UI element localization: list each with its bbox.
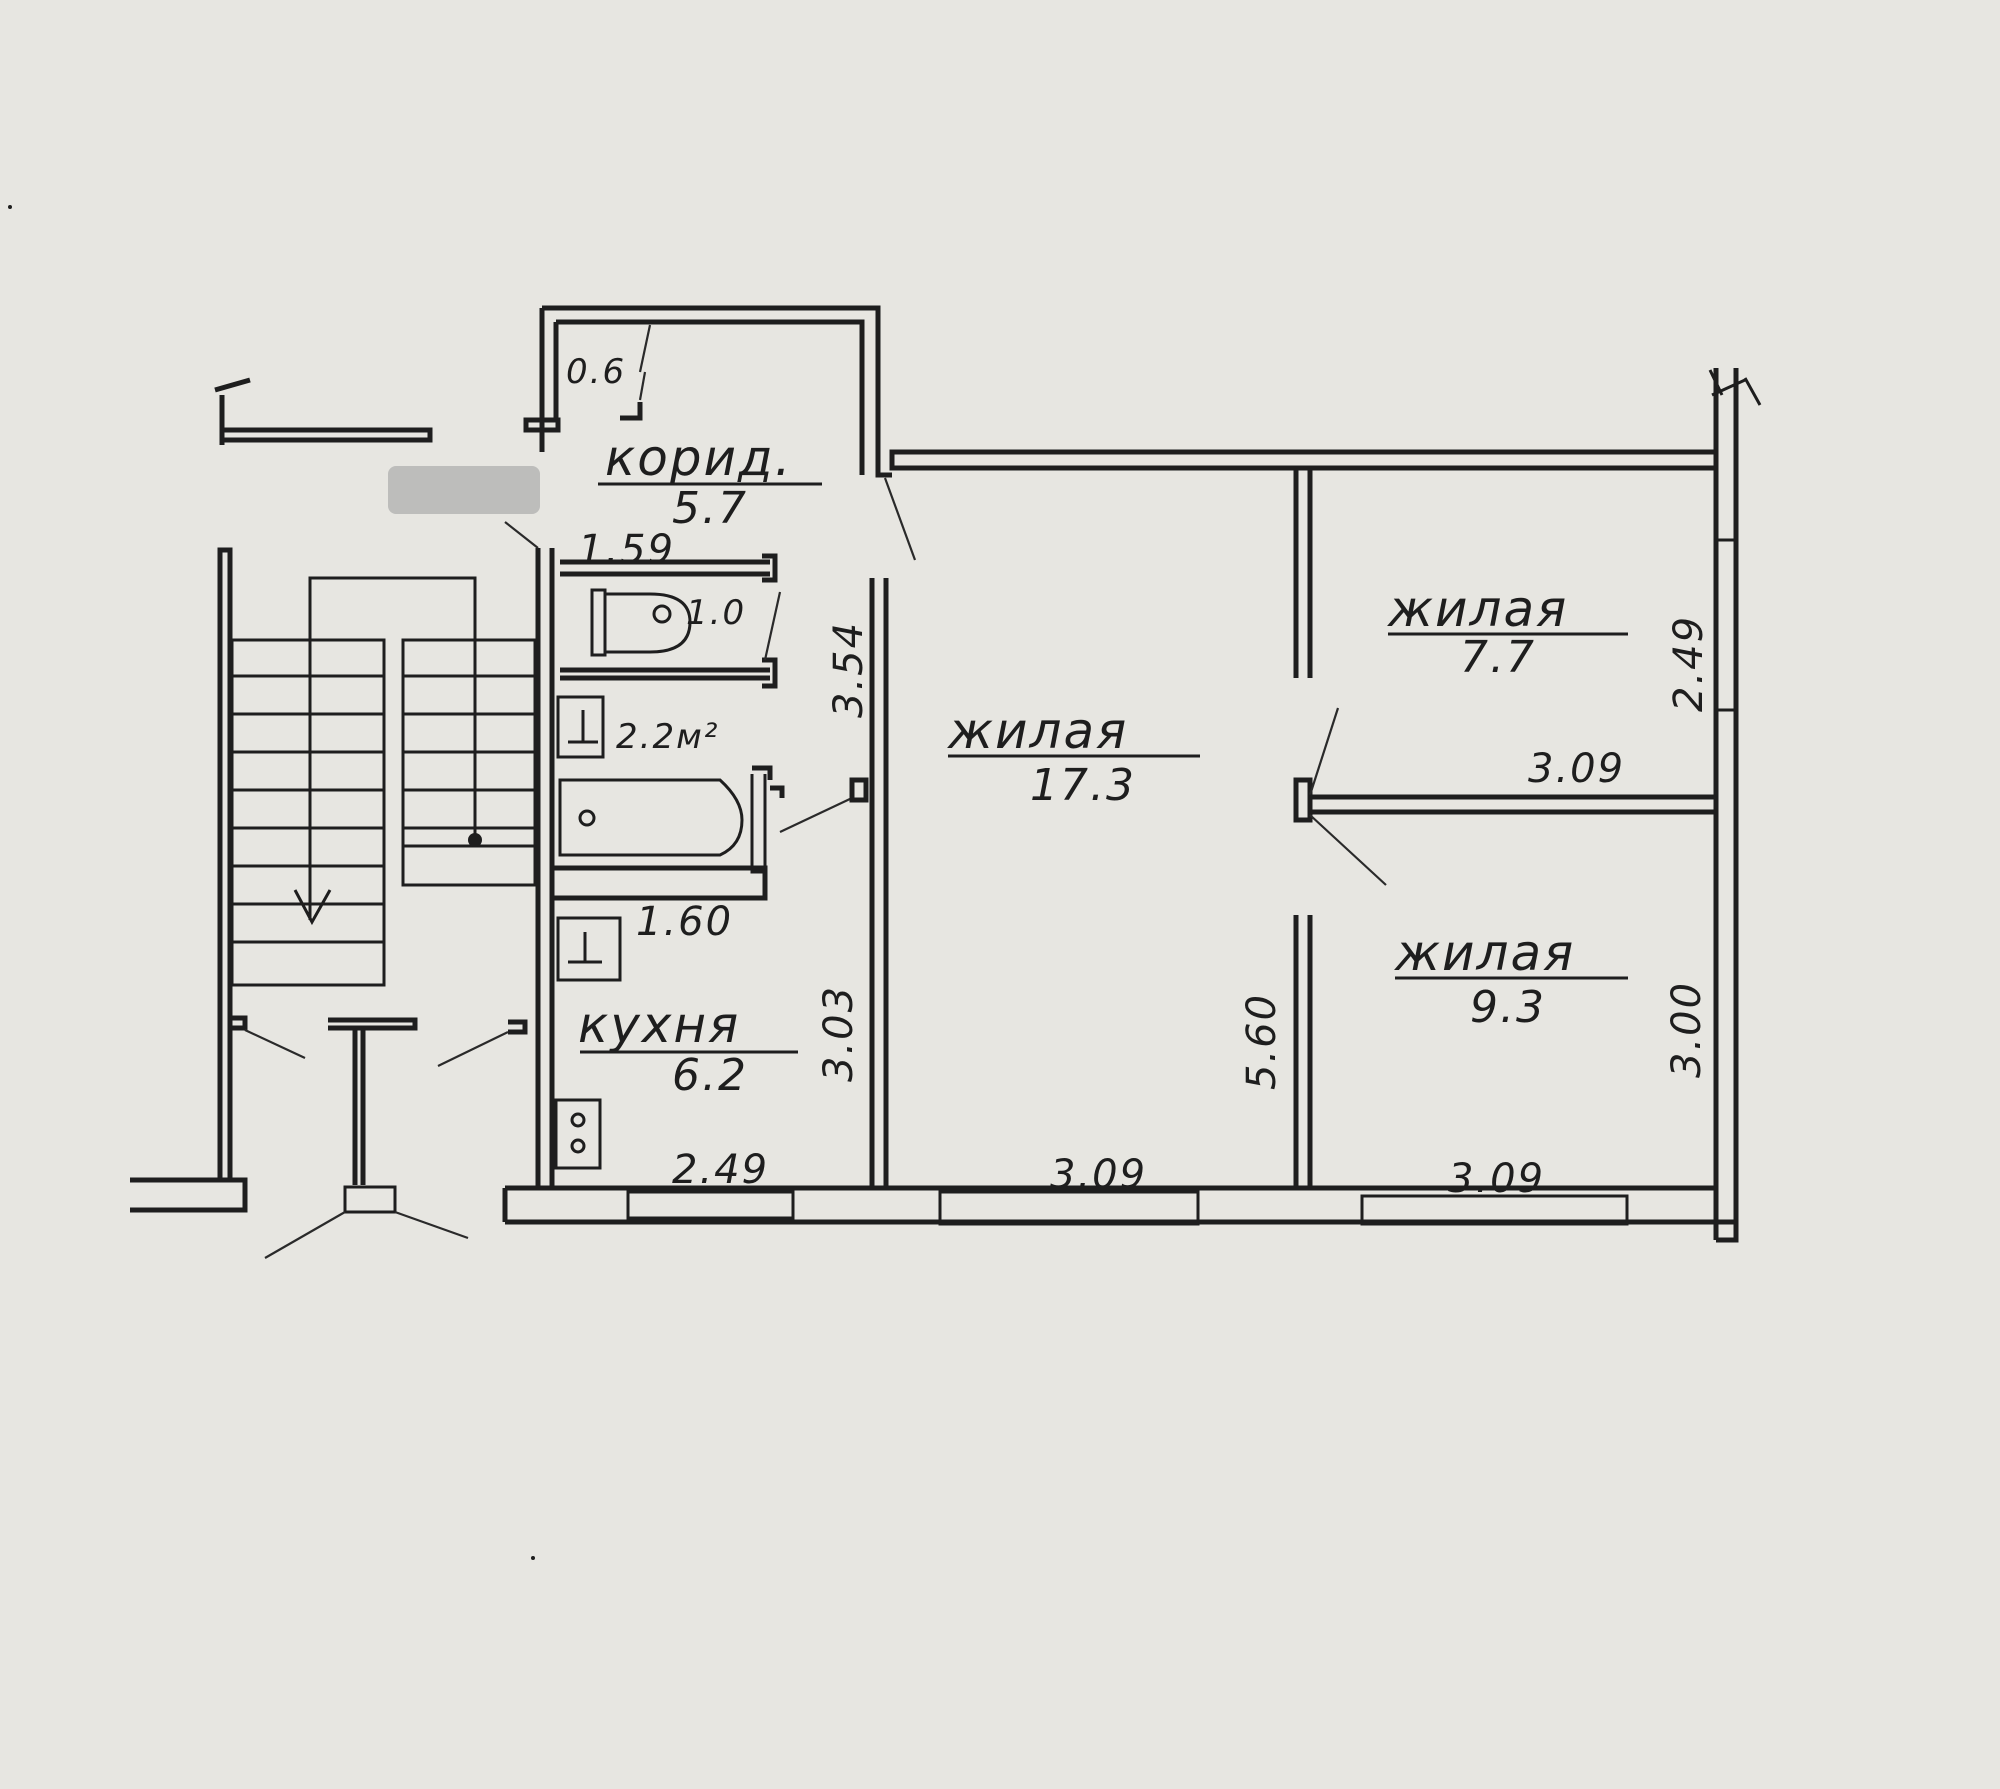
wc-bottom-wall [560, 667, 770, 681]
right-rooms-divider [1307, 794, 1719, 815]
dim-corridor-width: 1.59 [578, 527, 675, 573]
living-big-label: жилая [947, 702, 1128, 760]
stair-walk-line [308, 576, 477, 920]
entry-door-swing [504, 521, 539, 549]
wc-top-stub [762, 553, 778, 583]
dim-right-room-top-height: 2.49 [1666, 615, 1712, 712]
apartment-walls [502, 305, 1762, 1243]
bath-wall-stub [752, 765, 785, 798]
dim-living-right-width: 3.09 [1448, 1156, 1545, 1202]
toilet-icon [590, 588, 692, 657]
sink-icon [556, 695, 605, 759]
closet-area: 0.6 [566, 352, 626, 392]
stair-top-wall [214, 377, 433, 445]
closet-door-post [620, 402, 643, 421]
wet-zone [552, 553, 869, 1170]
speck [8, 205, 12, 209]
dimension-labels: 1.59 3.54 1.60 3.03 2.49 3.09 5.60 3.09 … [578, 527, 1712, 1202]
bath-wall [750, 774, 767, 874]
dim-kitchen-height: 3.03 [816, 985, 862, 1082]
kitchen-label: кухня [578, 996, 740, 1054]
bathroom-area: 2.2м² [616, 717, 719, 757]
corridor-inner-top [556, 319, 865, 475]
closet-wall-stub [523, 417, 561, 433]
bottom-right-door-swing [1309, 814, 1387, 886]
landing-door-bottom-left [264, 1211, 346, 1259]
closet-door [638, 324, 652, 373]
landing-column-base [343, 1185, 397, 1214]
stair-rail-post [468, 833, 482, 847]
living-bottom-right-label: жилая [1394, 924, 1575, 982]
stairwell [130, 377, 537, 1259]
landing-door-left [244, 1029, 306, 1059]
bath-door [779, 797, 853, 833]
corridor-label: корид. [605, 429, 793, 487]
landing-column-top [328, 1017, 418, 1031]
bathtub-icon [558, 765, 869, 874]
bottom-exterior-wall [505, 1185, 1739, 1243]
corridor-area: 5.7 [672, 483, 748, 534]
partition-upper [1293, 470, 1313, 678]
dim-bath-width: 1.60 [636, 899, 733, 945]
closet-door-edge [638, 371, 647, 401]
living-top-right-label: жилая [1387, 580, 1568, 638]
living-top-wall [889, 449, 1719, 471]
right-wall-break-mark [1708, 369, 1762, 406]
wc-top-wall [560, 559, 770, 577]
dim-living-big-width: 3.09 [1050, 1152, 1147, 1198]
dim-toilet-bath-height: 3.54 [826, 621, 872, 718]
bath-bottom-wall [552, 865, 768, 901]
dim-kitchen-width: 2.49 [672, 1147, 769, 1193]
corridor-door-swing [883, 477, 917, 561]
wc-bottom-stub [762, 657, 778, 689]
partition-lower [1293, 915, 1313, 1188]
stair-bottom-left-wall [130, 1177, 248, 1213]
left-apartment-wall [535, 548, 555, 1188]
living-top-right-area: 7.7 [1460, 632, 1536, 683]
kitchen-living-wall [869, 578, 889, 1188]
stair-flight-left [230, 638, 386, 987]
landing-door-stub-right [508, 1019, 528, 1035]
right-window [1716, 538, 1738, 712]
dim-right-room-bottom-height: 3.00 [1664, 981, 1710, 1078]
toilet-area: 1.0 [686, 593, 746, 633]
living-big-area: 17.3 [1030, 760, 1136, 811]
dim-partition-height: 5.60 [1239, 993, 1285, 1090]
right-exterior-wall [1713, 368, 1739, 1240]
corridor-top-wall [542, 305, 892, 478]
stair-down-arrow-icon [293, 889, 332, 926]
stove-icon [554, 1098, 602, 1170]
stair-flight-right [401, 638, 537, 887]
stair-left-wall [217, 547, 233, 1183]
landing-door-bottom-right [394, 1210, 469, 1240]
dim-right-room-top-width: 3.09 [1528, 746, 1625, 792]
redacted-block [388, 466, 540, 514]
speck [531, 1556, 535, 1560]
wc-door [763, 591, 782, 661]
partition-middle-post [1293, 777, 1313, 823]
living-bottom-right-area: 9.3 [1470, 982, 1546, 1033]
room-labels: корид. 5.7 0.6 1.0 2.2м² кухня 6.2 жилая… [566, 352, 1628, 1101]
bottom-wall-right-end [1700, 1185, 1719, 1222]
top-right-door-swing [1308, 707, 1340, 796]
bath-door-stub [849, 777, 869, 803]
landing-column [352, 1028, 366, 1185]
kitchen-area: 6.2 [672, 1050, 748, 1101]
kitchen-sink-icon [556, 916, 622, 982]
landing-door-right [437, 1031, 509, 1067]
bottom-windows [626, 1190, 1629, 1226]
landing-door-stub-left [228, 1015, 248, 1031]
